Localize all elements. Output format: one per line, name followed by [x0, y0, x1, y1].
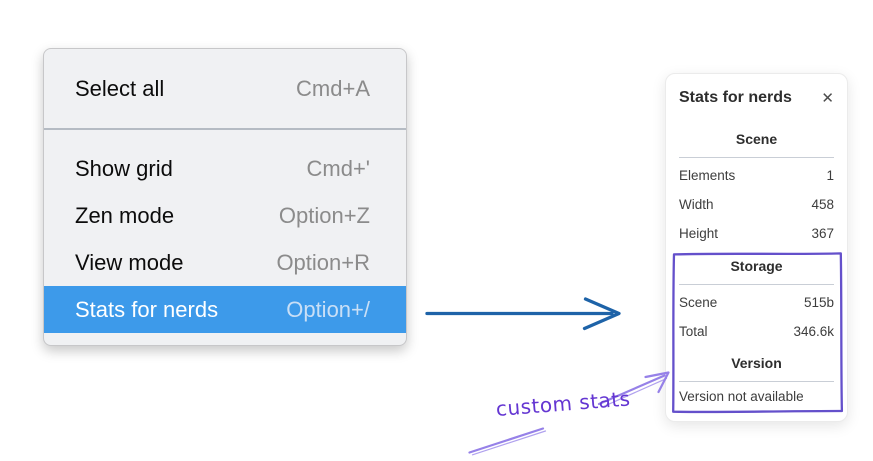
stats-panel-title: Stats for nerds	[679, 89, 792, 106]
section-header-storage: Storage	[730, 258, 783, 274]
stat-value: 515b	[803, 295, 834, 310]
menu-item-label: Zen mode	[75, 202, 175, 228]
stat-value: 1	[826, 168, 834, 183]
section-divider	[679, 157, 834, 158]
section-header-scene: Scene	[735, 131, 778, 147]
menu-item-zen-mode[interactable]: Zen mode Option+Z	[44, 192, 406, 239]
version-note: Version not available	[679, 389, 804, 404]
menu-section-top: Select all Cmd+A	[44, 49, 406, 128]
section-header-version: Version	[731, 355, 782, 371]
menu-item-view-mode[interactable]: View mode Option+R	[44, 239, 406, 286]
section-divider	[679, 284, 834, 285]
flow-arrow	[425, 297, 621, 331]
stat-row-height: Height 367	[679, 219, 834, 248]
menu-item-shortcut: Cmd+A	[296, 75, 370, 101]
menu-item-label: Stats for nerds	[75, 296, 219, 322]
stats-panel: Stats for nerds ✕ Scene Elements 1 Width…	[665, 73, 848, 422]
close-icon[interactable]: ✕	[821, 89, 834, 107]
menu-item-label: View mode	[75, 249, 184, 275]
stat-row-width: Width 458	[679, 190, 834, 219]
menu-item-shortcut: Option+Z	[278, 202, 370, 228]
stat-label: Elements	[679, 168, 736, 183]
menu-item-shortcut: Cmd+'	[306, 155, 371, 181]
stat-row-total: Total 346.6k	[679, 317, 834, 346]
storage-rows: Scene 515b Total 346.6k	[679, 288, 834, 346]
scene-rows: Elements 1 Width 458 Height 367	[679, 161, 834, 248]
menu-section-bottom: Show grid Cmd+' Zen mode Option+Z View m…	[44, 130, 406, 345]
annotation-label: custom stats	[495, 386, 632, 421]
stats-panel-header: Stats for nerds ✕	[679, 87, 834, 109]
stat-label: Scene	[679, 295, 718, 310]
stat-row-scene: Scene 515b	[679, 288, 834, 317]
menu-item-stats-for-nerds[interactable]: Stats for nerds Option+/	[44, 286, 406, 333]
menu-item-shortcut: Option+/	[286, 296, 370, 322]
context-menu: Select all Cmd+A Show grid Cmd+' Zen mod…	[43, 48, 407, 346]
stat-label: Total	[679, 324, 708, 339]
stat-value: 367	[811, 226, 834, 241]
menu-item-select-all[interactable]: Select all Cmd+A	[44, 49, 406, 128]
stat-value: 346.6k	[793, 324, 834, 339]
menu-item-shortcut: Option+R	[276, 249, 370, 275]
menu-item-label: Show grid	[75, 155, 173, 181]
stat-label: Height	[679, 226, 719, 241]
stat-label: Width	[679, 197, 714, 212]
menu-divider	[44, 128, 406, 130]
stat-value: 458	[811, 197, 834, 212]
menu-item-show-grid[interactable]: Show grid Cmd+'	[44, 145, 406, 192]
menu-item-label: Select all	[75, 75, 165, 101]
stat-row-elements: Elements 1	[679, 161, 834, 190]
